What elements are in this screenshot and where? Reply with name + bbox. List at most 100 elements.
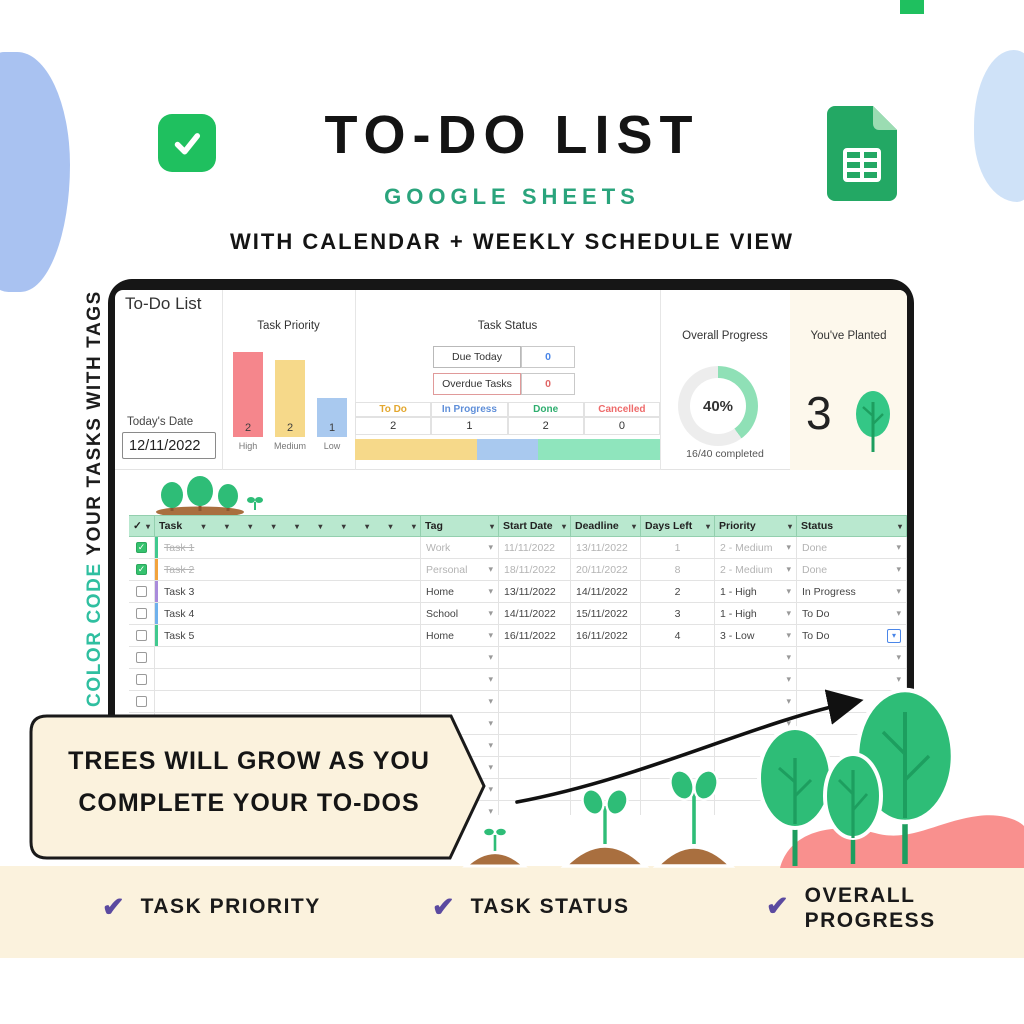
filter-icon[interactable]: ▾ — [787, 521, 792, 531]
filter-icon[interactable]: ▾ — [897, 521, 902, 531]
dropdown-icon[interactable]: ▾ — [896, 608, 901, 618]
checkbox-unchecked[interactable] — [136, 652, 147, 663]
checkbox-unchecked[interactable] — [136, 608, 147, 619]
days-left-cell[interactable] — [641, 647, 715, 669]
checkbox-cell[interactable]: ✓ — [129, 537, 155, 559]
task-cell[interactable]: Task 3 — [155, 581, 421, 603]
deadline-cell[interactable] — [571, 713, 641, 735]
filter-icon[interactable]: ▾ — [365, 521, 370, 531]
dropdown-icon[interactable]: ▾ — [896, 674, 901, 684]
start-date-cell[interactable]: 14/11/2022 — [499, 603, 571, 625]
dropdown-icon[interactable]: ▾ — [896, 586, 901, 596]
checkbox-cell[interactable] — [129, 669, 155, 691]
deadline-cell[interactable] — [571, 647, 641, 669]
deadline-cell[interactable]: 20/11/2022 — [571, 559, 641, 581]
days-left-cell[interactable] — [641, 801, 715, 815]
task-cell[interactable]: Task 1 — [155, 537, 421, 559]
tag-cell[interactable]: Personal▾ — [421, 559, 499, 581]
filter-icon[interactable]: ▾ — [145, 521, 150, 531]
priority-cell[interactable]: 1 - High▾ — [715, 603, 797, 625]
priority-cell[interactable]: ▾ — [715, 691, 797, 713]
deadline-cell[interactable]: 14/11/2022 — [571, 581, 641, 603]
dropdown-icon[interactable]: ▾ — [786, 564, 791, 574]
filter-icon[interactable]: ▾ — [561, 521, 566, 531]
dropdown-icon[interactable]: ▾ — [786, 718, 791, 728]
checkbox-cell[interactable]: ✓ — [129, 559, 155, 581]
start-date-cell[interactable] — [499, 669, 571, 691]
tag-cell[interactable]: ▾ — [421, 691, 499, 713]
task-cell[interactable] — [155, 691, 421, 713]
active-dropdown-icon[interactable]: ▾ — [887, 628, 901, 643]
priority-cell[interactable]: ▾ — [715, 647, 797, 669]
filter-icon[interactable]: ▾ — [411, 521, 416, 531]
dropdown-icon[interactable]: ▾ — [896, 542, 901, 552]
dropdown-icon[interactable]: ▾ — [786, 586, 791, 596]
dropdown-icon[interactable]: ▾ — [488, 740, 493, 750]
status-cell-active[interactable]: To Do▾ — [797, 625, 907, 647]
filter-icon[interactable]: ▾ — [631, 521, 636, 531]
filter-icon[interactable]: ▾ — [201, 521, 206, 531]
days-left-cell[interactable]: 1 — [641, 537, 715, 559]
deadline-cell[interactable] — [571, 669, 641, 691]
start-date-cell[interactable] — [499, 713, 571, 735]
dropdown-icon[interactable]: ▾ — [488, 674, 493, 684]
tag-cell[interactable]: School▾ — [421, 603, 499, 625]
priority-cell[interactable]: 2 - Medium▾ — [715, 559, 797, 581]
dropdown-icon[interactable]: ▾ — [488, 696, 493, 706]
days-left-cell[interactable] — [641, 691, 715, 713]
deadline-cell[interactable]: 16/11/2022 — [571, 625, 641, 647]
deadline-cell[interactable]: 15/11/2022 — [571, 603, 641, 625]
dropdown-icon[interactable]: ▾ — [488, 542, 493, 552]
priority-cell[interactable]: 1 - High▾ — [715, 581, 797, 603]
todays-date-value[interactable]: 12/11/2022 — [122, 432, 216, 459]
status-cell[interactable]: Done▾ — [797, 537, 907, 559]
header-start-date[interactable]: Start Date▾ — [499, 515, 571, 537]
days-left-cell[interactable]: 4 — [641, 625, 715, 647]
checkbox-cell[interactable] — [129, 581, 155, 603]
status-cell[interactable]: In Progress▾ — [797, 581, 907, 603]
task-cell[interactable] — [155, 669, 421, 691]
days-left-cell[interactable] — [641, 713, 715, 735]
header-days-left[interactable]: Days Left▾ — [641, 515, 715, 537]
dropdown-icon[interactable]: ▾ — [488, 564, 493, 574]
checkbox-unchecked[interactable] — [136, 630, 147, 641]
tag-cell[interactable]: ▾ — [421, 647, 499, 669]
start-date-cell[interactable]: 18/11/2022 — [499, 559, 571, 581]
task-cell[interactable]: Task 5 — [155, 625, 421, 647]
task-cell[interactable]: Task 2 — [155, 559, 421, 581]
filter-icon[interactable]: ▾ — [295, 521, 300, 531]
dropdown-icon[interactable]: ▾ — [786, 696, 791, 706]
filter-icon[interactable]: ▾ — [705, 521, 710, 531]
checkbox-unchecked[interactable] — [136, 696, 147, 707]
header-check[interactable]: ✓▾ — [129, 515, 155, 537]
header-deadline[interactable]: Deadline▾ — [571, 515, 641, 537]
priority-cell[interactable]: 3 - Low▾ — [715, 625, 797, 647]
checkbox-unchecked[interactable] — [136, 674, 147, 685]
dropdown-icon[interactable]: ▾ — [896, 652, 901, 662]
header-priority[interactable]: Priority▾ — [715, 515, 797, 537]
task-cell[interactable]: Task 4 — [155, 603, 421, 625]
checkbox-cell[interactable] — [129, 647, 155, 669]
tag-cell[interactable]: Work▾ — [421, 537, 499, 559]
dropdown-icon[interactable]: ▾ — [488, 762, 493, 772]
dropdown-icon[interactable]: ▾ — [896, 564, 901, 574]
start-date-cell[interactable] — [499, 647, 571, 669]
checkbox-checked[interactable]: ✓ — [136, 564, 147, 575]
start-date-cell[interactable] — [499, 801, 571, 815]
filter-icon[interactable]: ▾ — [388, 521, 393, 531]
dropdown-icon[interactable]: ▾ — [786, 630, 791, 640]
dropdown-icon[interactable]: ▾ — [488, 806, 493, 815]
start-date-cell[interactable] — [499, 735, 571, 757]
priority-cell[interactable]: ▾ — [715, 713, 797, 735]
filter-icon[interactable]: ▾ — [271, 521, 276, 531]
days-left-cell[interactable]: 2 — [641, 581, 715, 603]
filter-icon[interactable]: ▾ — [248, 521, 253, 531]
dropdown-icon[interactable]: ▾ — [488, 784, 493, 794]
deadline-cell[interactable]: 13/11/2022 — [571, 537, 641, 559]
checkbox-cell[interactable] — [129, 691, 155, 713]
dropdown-icon[interactable]: ▾ — [488, 586, 493, 596]
dropdown-icon[interactable]: ▾ — [488, 608, 493, 618]
checkbox-unchecked[interactable] — [136, 586, 147, 597]
dropdown-icon[interactable]: ▾ — [488, 652, 493, 662]
tag-cell[interactable]: Home▾ — [421, 625, 499, 647]
